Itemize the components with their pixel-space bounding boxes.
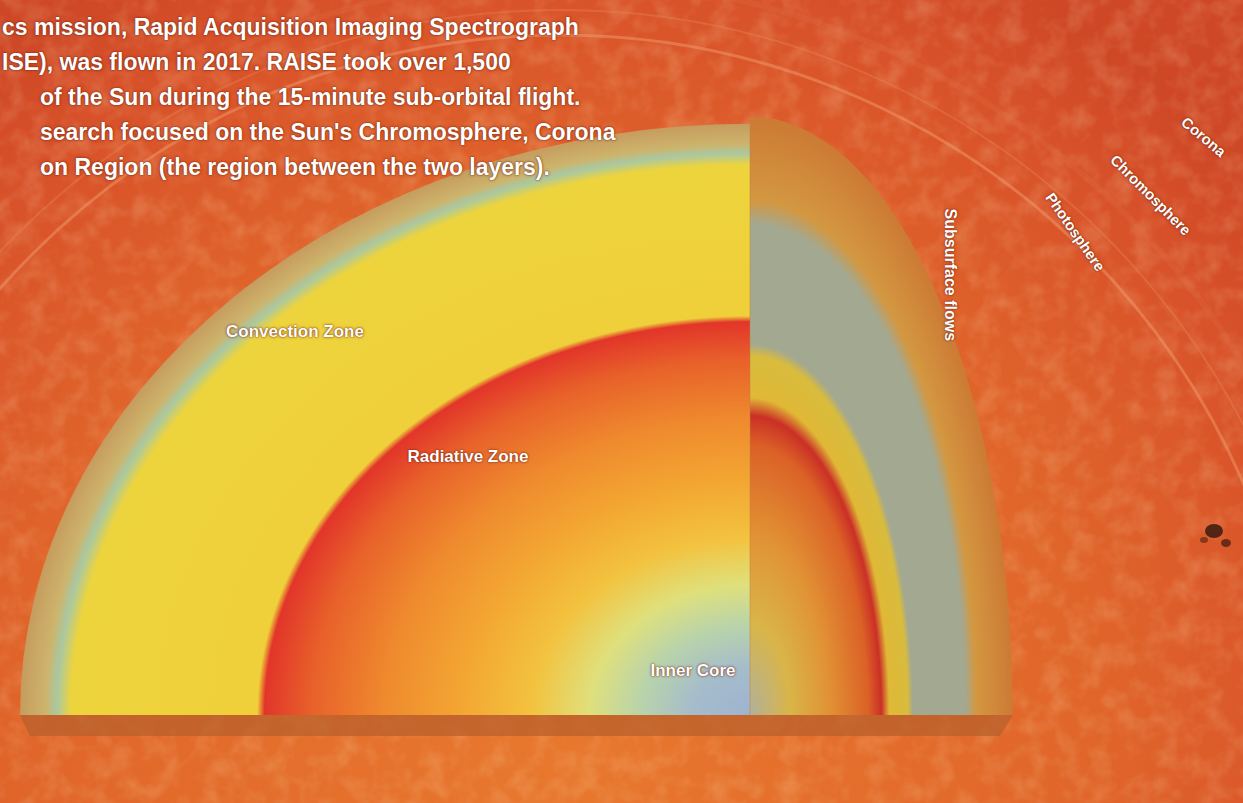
- intro-text: of the Sun during the 15-minute sub-orbi…: [40, 85, 580, 110]
- zone-label: Convection Zone: [226, 323, 364, 342]
- layer-label: Corona: [1178, 114, 1229, 160]
- intro-text: ISE), was flown in 2017. RAISE took over…: [2, 50, 511, 75]
- zone-label: Radiative Zone: [408, 448, 529, 467]
- layer-label: Photosphere: [1042, 190, 1108, 275]
- intro-text: cs mission, Rapid Acquisition Imaging Sp…: [2, 15, 579, 40]
- intro-text: on Region (the region between the two la…: [40, 155, 550, 180]
- layer-label: Chromosphere: [1106, 151, 1193, 238]
- zone-label: Inner Core: [650, 662, 735, 681]
- layer-label: Subsurface flows: [941, 209, 959, 341]
- intro-text: search focused on the Sun's Chromosphere…: [40, 120, 615, 145]
